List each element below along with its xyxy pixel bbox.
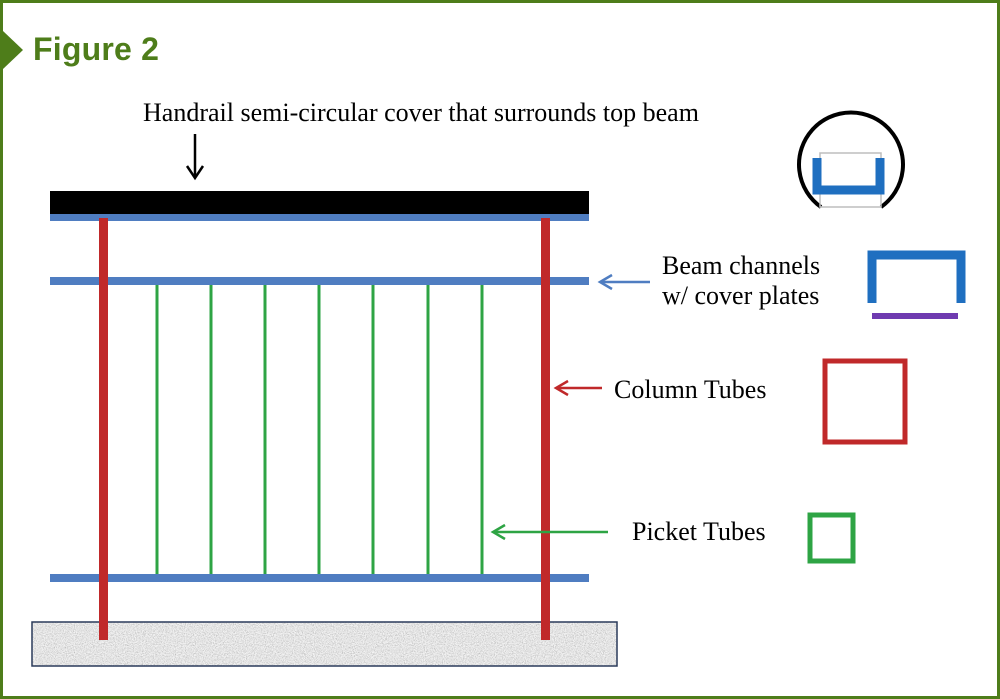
beam-channels-label-line1: Beam channels <box>662 251 820 280</box>
figure-title: Figure 2 <box>33 31 160 67</box>
column-tube-icon <box>822 358 908 445</box>
left-column-tube <box>99 218 108 640</box>
concrete-base <box>32 622 617 666</box>
concrete-base-outline <box>31 621 618 667</box>
right-column-tube <box>541 218 550 640</box>
picket-tubes-label: Picket Tubes <box>632 517 766 546</box>
handrail-top <box>50 191 589 215</box>
handrail-arrow <box>185 134 205 181</box>
picket-tubes <box>155 285 484 574</box>
column-tubes-arrow <box>553 379 602 397</box>
beam-channels-label-line2: w/ cover plates <box>662 281 819 310</box>
handrail-section-icon <box>797 110 905 209</box>
title-tab-marker <box>3 31 23 69</box>
picket-tubes-arrow <box>490 523 608 541</box>
column-tubes-label: Column Tubes <box>614 375 766 404</box>
upper-beam-channel <box>50 277 589 285</box>
picket-tube-icon <box>807 512 856 564</box>
beam-channels-arrow <box>597 273 650 291</box>
handrail-cover-label: Handrail semi-circular cover that surrou… <box>143 98 699 127</box>
top-beam <box>50 214 589 221</box>
lower-beam-channel <box>50 574 589 582</box>
beam-channel-icon <box>867 250 966 319</box>
